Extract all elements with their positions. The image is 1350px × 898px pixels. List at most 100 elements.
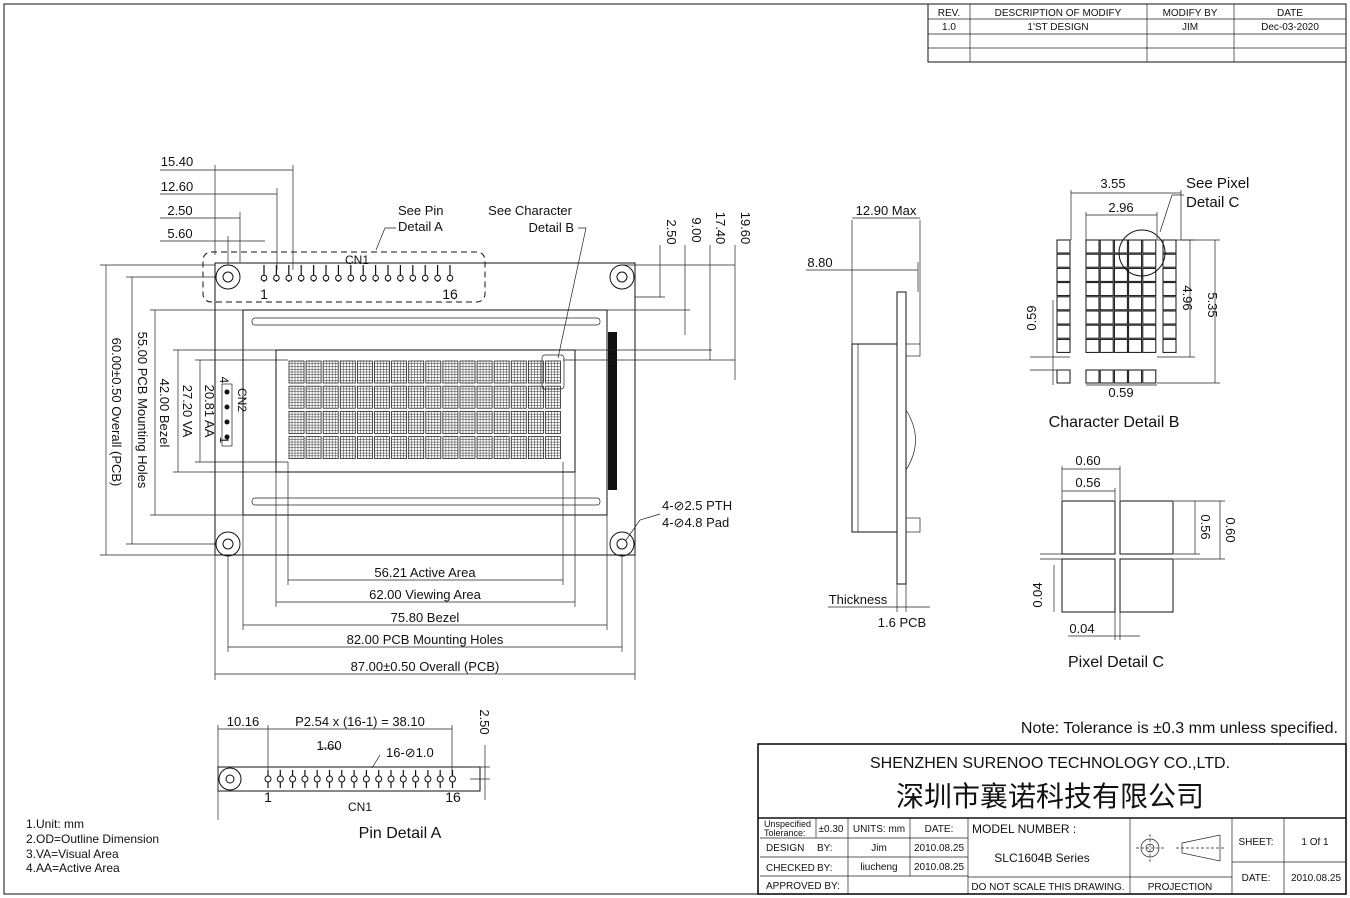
dim-right-9-00: 9.00 xyxy=(689,217,704,242)
pin-detail-pad xyxy=(362,775,370,783)
rev-value: 1.0 xyxy=(942,22,956,33)
cn2-label: CN2 xyxy=(235,388,249,412)
character-pixel xyxy=(1128,282,1143,297)
character-pixel xyxy=(1113,282,1128,297)
character-cell xyxy=(425,436,442,460)
projection-symbol-icon xyxy=(1136,834,1224,862)
character-pixel xyxy=(1099,338,1114,353)
dim-right-2-50: 2.50 xyxy=(664,219,679,244)
tolerance-value: ±0.30 xyxy=(819,824,844,835)
tolerance-note: Note: Tolerance is ±0.3 mm unless specif… xyxy=(1021,720,1338,737)
character-pixel xyxy=(1142,324,1157,339)
cn1-pins xyxy=(260,265,454,282)
design-by-label: BY: xyxy=(817,843,833,854)
character-cell xyxy=(442,410,459,434)
character-cell xyxy=(322,436,339,460)
character-cell xyxy=(339,410,356,434)
cn1-pin-pad xyxy=(310,274,317,282)
character-cell xyxy=(305,436,322,460)
cn1-pin-pad xyxy=(347,274,355,282)
neighbour-pixel xyxy=(1162,253,1177,268)
character-pixel xyxy=(1113,338,1128,353)
pixel-dim-0-04-v: 0.04 xyxy=(1030,582,1045,607)
character-cell xyxy=(476,410,493,434)
title-block: SHENZHEN SURENOO TECHNOLOGY CO.,LTD. 深圳市… xyxy=(757,743,1347,895)
character-cell xyxy=(408,410,425,434)
pin-dim-10-16: 10.16 xyxy=(227,714,260,729)
dim-overall-width: 87.00±0.50 Overall (PCB) xyxy=(351,659,500,674)
unspecified-label-1: Unspecified xyxy=(764,819,811,829)
character-cell xyxy=(374,410,390,434)
pixel-dim-0-56-h: 0.56 xyxy=(1198,514,1213,539)
pin-detail-title: Pin Detail A xyxy=(359,825,442,842)
design-by-value: Jim xyxy=(871,843,887,854)
character-cell xyxy=(493,360,510,384)
character-cell xyxy=(288,385,305,409)
cn1-pin-pad xyxy=(397,274,404,282)
neighbour-pixel xyxy=(1056,282,1071,297)
character-cell xyxy=(391,410,408,434)
character-pixel xyxy=(1113,296,1128,311)
date-value: Dec-03-2020 xyxy=(1261,22,1319,33)
character-pixel xyxy=(1142,310,1157,325)
pin-detail-pad xyxy=(301,775,309,783)
character-cell xyxy=(425,385,442,409)
character-pixel xyxy=(1128,296,1143,311)
character-cell xyxy=(305,410,322,434)
character-cell xyxy=(288,410,305,434)
character-pixel xyxy=(1142,338,1157,353)
character-cell xyxy=(425,360,442,384)
company-name-en: SHENZHEN SURENOO TECHNOLOGY CO.,LTD. xyxy=(870,755,1230,772)
character-cell xyxy=(408,385,425,409)
character-pixel xyxy=(1085,282,1100,297)
pixel-bl xyxy=(1061,558,1116,613)
date2-label: DATE: xyxy=(1242,873,1271,884)
pixel-dim-0-60-w: 0.60 xyxy=(1075,453,1100,468)
character-pixel xyxy=(1142,253,1157,268)
pin-detail-pad xyxy=(449,775,456,783)
pin-detail-pad xyxy=(412,775,420,783)
approved-label: APPROVED BY: xyxy=(766,881,840,892)
cn1-label: CN1 xyxy=(345,253,369,267)
character-cell xyxy=(476,436,493,460)
dim-2-50: 2.50 xyxy=(167,203,192,218)
neighbour-pixel xyxy=(1162,310,1177,325)
cursor-pixel xyxy=(1142,369,1157,384)
character-cell xyxy=(391,436,408,460)
callout-pin-1: See Pin xyxy=(398,203,444,218)
no-scale-note: DO NOT SCALE THIS DRAWING. xyxy=(971,882,1124,893)
pixel-dim-0-56-w: 0.56 xyxy=(1075,475,1100,490)
character-pixel xyxy=(1099,267,1114,282)
projection-label: PROJECTION xyxy=(1148,882,1212,893)
character-cell xyxy=(493,436,510,460)
note-4: 4.AA=Active Area xyxy=(26,861,120,875)
character-pixel xyxy=(1128,338,1143,353)
neighbour-pixel xyxy=(1162,296,1177,311)
character-cell xyxy=(425,410,442,434)
character-cell xyxy=(476,360,493,384)
char-dim-3-55: 3.55 xyxy=(1100,176,1125,191)
bezel-outline xyxy=(242,309,608,516)
side-module-body xyxy=(851,343,898,533)
character-pixel xyxy=(1099,296,1114,311)
side-pcb xyxy=(896,291,907,585)
revision-table: REV. DESCRIPTION OF MODIFY MODIFY BY DAT… xyxy=(927,3,1347,63)
char-dim-2-96: 2.96 xyxy=(1108,200,1133,215)
character-pixel xyxy=(1113,267,1128,282)
character-cell xyxy=(545,360,561,384)
neighbour-pixel xyxy=(1056,338,1071,353)
character-cell xyxy=(510,436,527,460)
character-cell xyxy=(528,410,544,434)
neighbour-pixel xyxy=(1056,310,1071,325)
character-pixel xyxy=(1142,296,1157,311)
character-cell xyxy=(339,360,356,384)
cn1-pin-first: 1 xyxy=(260,286,268,302)
sheet-border xyxy=(3,3,1347,895)
checked-label: CHECKED xyxy=(766,863,815,874)
cn1-pin-pad xyxy=(322,274,330,282)
pin-detail-pins xyxy=(264,770,456,788)
callout-pin-2: Detail A xyxy=(398,219,443,234)
mounting-holes xyxy=(215,264,635,557)
character-cell xyxy=(305,360,322,384)
